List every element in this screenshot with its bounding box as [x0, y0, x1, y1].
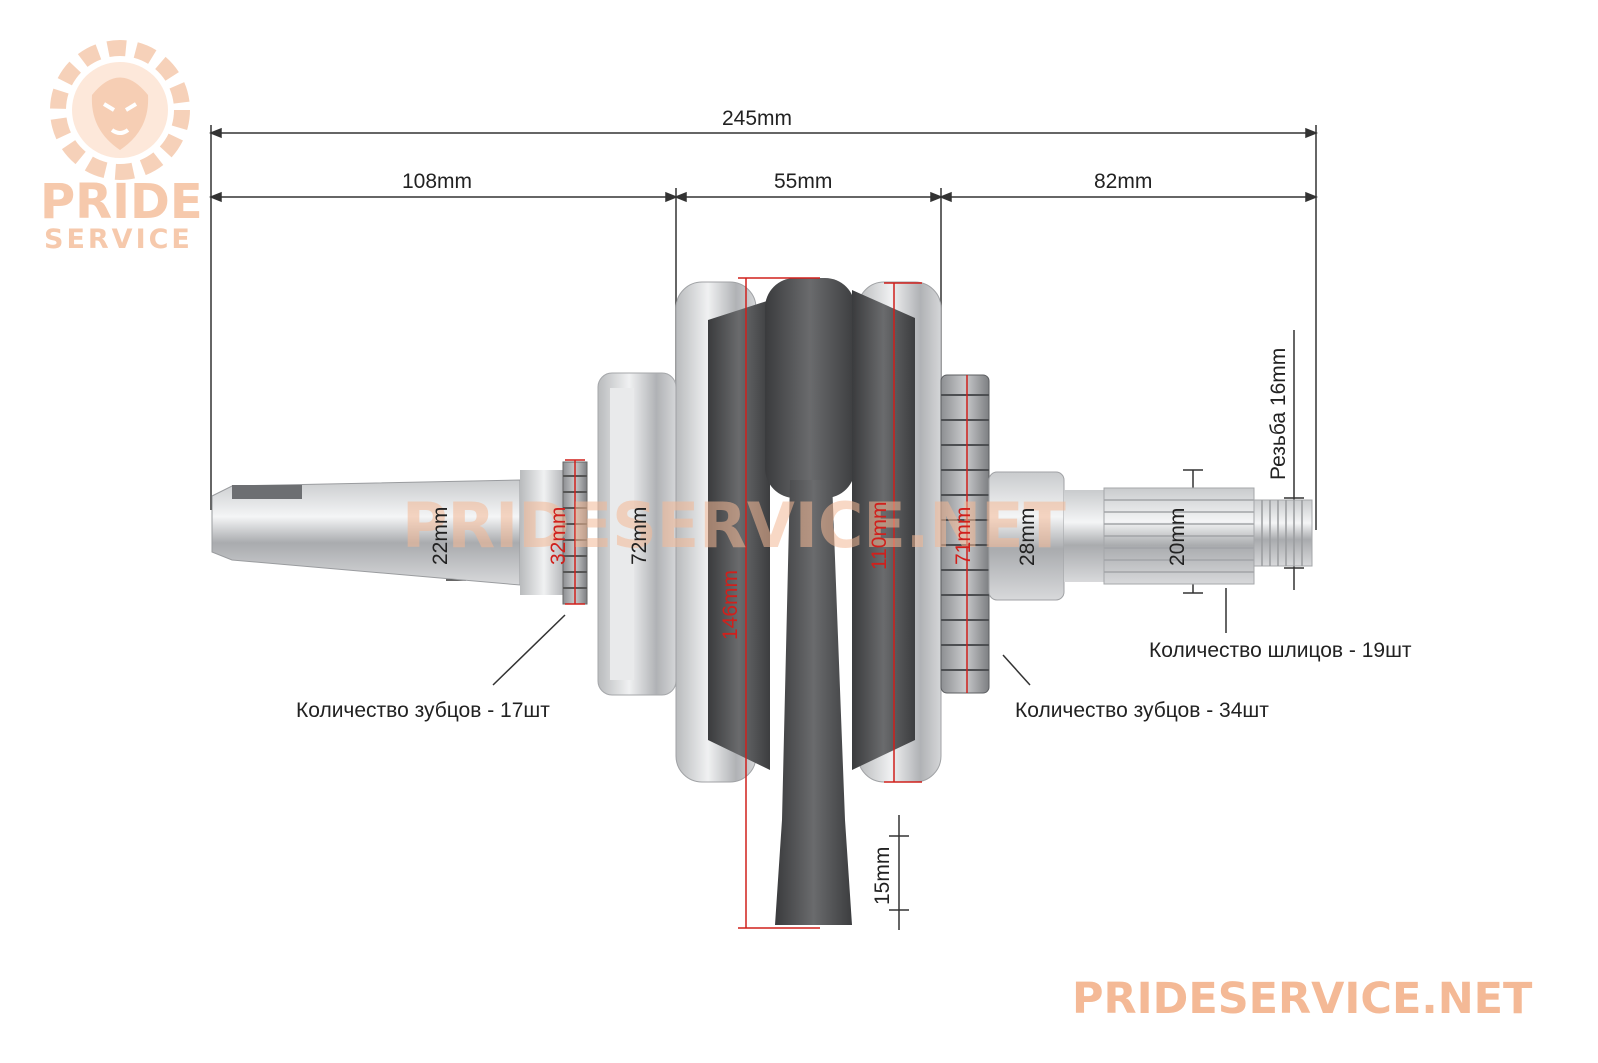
dim-right-shaft: 82mm — [1094, 170, 1153, 193]
dim-rod-end: 15mm — [871, 846, 894, 905]
crankshaft — [211, 278, 1313, 925]
dim-center-width: 55mm — [774, 170, 833, 193]
note-right-gear-teeth: Количество зубцов - 34шт — [1015, 699, 1269, 722]
dim-left-gear-dia: 32mm — [547, 506, 570, 565]
logo-gear-icon — [50, 40, 190, 180]
dim-right-gear-dia: 71mm — [952, 506, 975, 565]
dim-flywheel-dia: 146mm — [719, 569, 742, 640]
dim-thread: Резьба 16mm — [1267, 347, 1290, 480]
watermark-center: PRIDESERVICE.NET — [402, 489, 1066, 562]
dim-right-bearing-dia: 28mm — [1016, 507, 1039, 566]
note-left-gear-teeth: Количество зубцов - 17шт — [296, 699, 550, 722]
dim-left-shaft-dia: 22mm — [429, 506, 452, 565]
dim-spline-dia: 20mm — [1166, 507, 1189, 566]
dim-overall-length: 245mm — [722, 107, 793, 130]
red-dimension-lines — [565, 277, 968, 929]
logo-text-service: SERVICE — [44, 224, 193, 255]
dim-left-bearing-dia: 72mm — [628, 506, 651, 565]
watermark-bottom: PRIDESERVICE.NET — [1072, 974, 1533, 1024]
dim-left-shaft: 108mm — [402, 170, 473, 193]
dim-web-dia: 110mm — [868, 501, 891, 570]
logo-text-pride: PRIDE — [40, 174, 203, 230]
note-splines: Количество шлицов - 19шт — [1149, 639, 1412, 662]
